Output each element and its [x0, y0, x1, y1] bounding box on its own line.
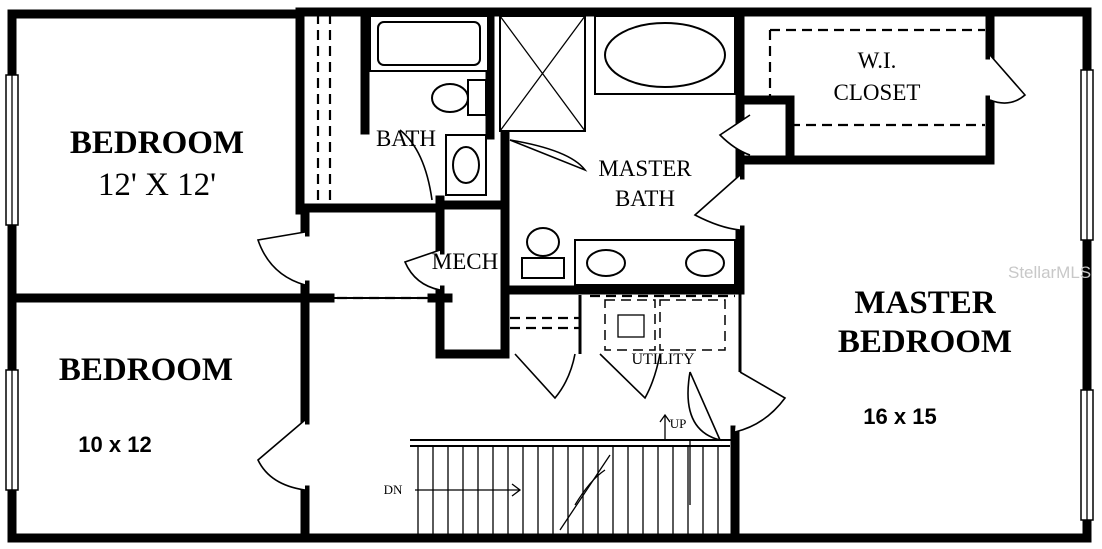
mech-label: MECH — [432, 249, 498, 274]
master-bedroom-label-line1: MASTER — [854, 285, 996, 321]
doors — [256, 54, 1027, 491]
staircase — [415, 413, 719, 536]
bath-label: BATH — [376, 126, 436, 151]
wi-closet-label-line1: W.I. — [858, 48, 897, 73]
master-bedroom-size: 16 x 15 — [863, 404, 936, 429]
stairs-up-label: UP — [670, 416, 687, 431]
bedroom-1-size: 12' X 12' — [98, 167, 216, 203]
bedroom-2-size: 10 x 12 — [78, 432, 151, 457]
closet-shelving — [305, 14, 985, 330]
bedroom-1-label: BEDROOM — [70, 125, 244, 161]
watermark: StellarMLS — [1008, 263, 1091, 282]
master-bath-label-line1: MASTER — [598, 156, 692, 181]
windows — [5, 69, 1094, 521]
bedroom-2-label: BEDROOM — [59, 352, 233, 388]
wi-closet-label-line2: CLOSET — [834, 80, 921, 105]
master-bedroom-label-line2: BEDROOM — [838, 324, 1012, 360]
stairs-down-label: DN — [384, 482, 403, 497]
room-labels: BEDROOM 12' X 12' BATH MASTER BATH W.I. … — [59, 48, 1091, 497]
master-bath-label-line2: BATH — [615, 186, 675, 211]
utility-label: UTILITY — [631, 351, 695, 368]
bath-fixtures — [369, 15, 736, 351]
